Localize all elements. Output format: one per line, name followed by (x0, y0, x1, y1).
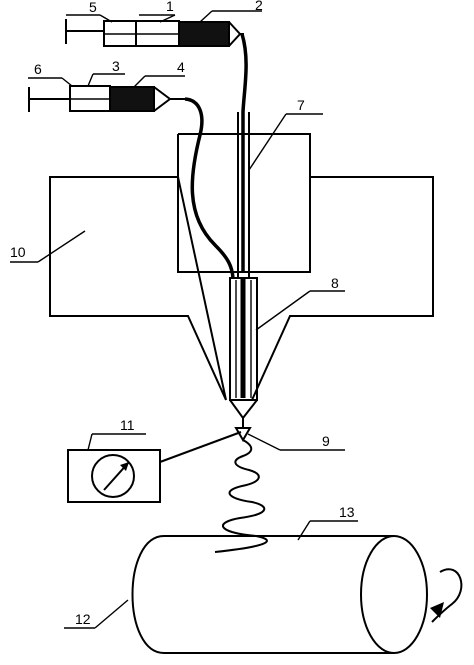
label-6: 6 (34, 61, 42, 77)
label-11: 11 (120, 417, 135, 433)
label-13: 13 (339, 504, 355, 520)
rotating-collector-drum (131, 535, 463, 654)
solution-reservoir-upper (178, 21, 230, 47)
syringe-lower (28, 85, 185, 112)
label-2: 2 (255, 0, 263, 13)
label-10: 10 (10, 244, 26, 260)
solution-reservoir-lower (109, 86, 155, 112)
feed-tube-lower (184, 97, 235, 279)
label-7: 7 (297, 97, 305, 113)
rotation-arrow-icon (431, 568, 463, 623)
leader-lines (10, 10, 358, 629)
label-3: 3 (112, 58, 120, 74)
high-voltage-supply (67, 431, 242, 503)
syringe-upper (65, 19, 244, 47)
coaxial-needle (229, 277, 258, 428)
label-12: 12 (75, 611, 91, 627)
label-1: 1 (166, 0, 174, 14)
feed-tube-upper (240, 33, 248, 272)
voltmeter-dial (91, 454, 135, 498)
label-8: 8 (331, 275, 339, 291)
taylor-cone (234, 427, 252, 442)
label-5: 5 (89, 0, 97, 15)
label-4: 4 (177, 59, 185, 75)
electrode-wire (159, 431, 242, 463)
label-9: 9 (322, 433, 330, 449)
